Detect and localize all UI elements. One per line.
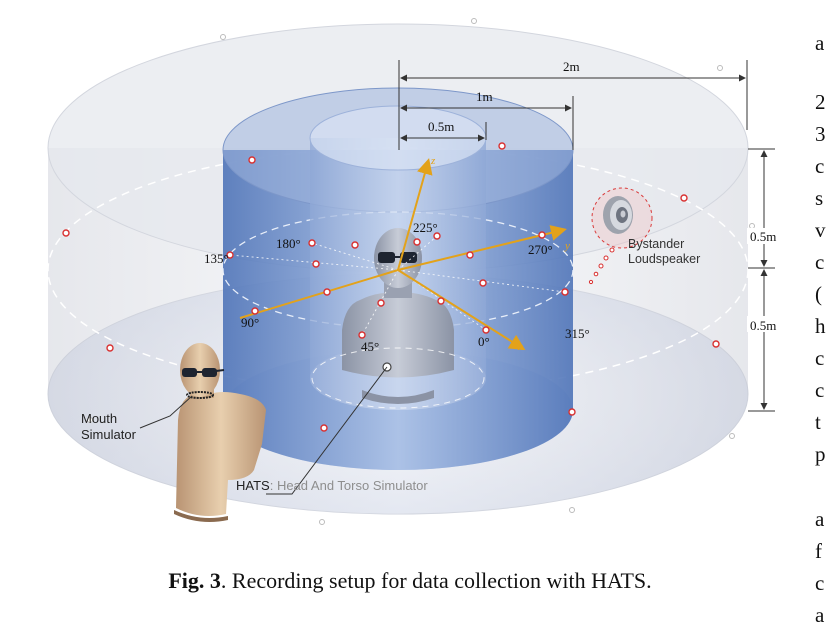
figure-caption: Fig. 3. Recording setup for data collect… <box>0 568 820 594</box>
dim-height-lower-label: 0.5m <box>750 318 776 333</box>
dim-1m-label: 1m <box>476 89 493 104</box>
hats-center-dummy <box>342 228 454 404</box>
side-char: h <box>815 314 826 338</box>
side-char: f <box>815 539 822 563</box>
side-char: a <box>815 507 825 531</box>
side-char: c <box>815 346 825 370</box>
bystander-label-line2: Loudspeaker <box>628 252 700 266</box>
bystander-label-line1: Bystander <box>628 237 684 251</box>
side-char: p <box>815 442 826 466</box>
caption-text: . Recording setup for data collection wi… <box>220 568 652 593</box>
hats-label-bold: HATS <box>236 478 270 493</box>
mouth-simulator-line2: Simulator <box>81 427 137 442</box>
side-char: c <box>815 154 825 178</box>
hats-foreground-dummy <box>174 343 266 522</box>
side-char: 3 <box>815 122 826 146</box>
dim-height-upper-label: 0.5m <box>750 229 776 244</box>
angle-225-label: 225° <box>413 220 438 235</box>
side-char: v <box>815 218 826 242</box>
angle-45-label: 45° <box>361 339 379 354</box>
axis-y-label: y <box>564 240 570 252</box>
side-char: a <box>815 603 825 627</box>
bystander-loudspeaker <box>591 187 653 249</box>
measurement-points <box>62 142 720 432</box>
side-char: c <box>815 250 825 274</box>
caption-label: Fig. 3 <box>168 568 221 593</box>
angle-270-label: 270° <box>528 242 553 257</box>
angle-315-label: 315° <box>565 326 590 341</box>
side-char: ( <box>815 282 822 306</box>
dim-05m-label: 0.5m <box>428 119 454 134</box>
hats-label: HATS: Head And Torso Simulator <box>236 478 428 493</box>
mouth-simulator-line1: Mouth <box>81 411 117 426</box>
hats-label-rest: : Head And Torso Simulator <box>270 478 429 493</box>
side-char: t <box>815 410 821 434</box>
callout-lines <box>139 366 388 495</box>
angle-135-label: 135° <box>204 251 229 266</box>
axis-x-label: x <box>517 341 523 353</box>
axis-z-label: z <box>430 155 436 167</box>
side-char: s <box>815 186 824 210</box>
angle-0-label: 0° <box>478 334 490 349</box>
dim-2m-label: 2m <box>563 59 580 74</box>
side-char: 2 <box>815 90 826 114</box>
angle-90-label: 90° <box>241 315 259 330</box>
angle-180-label: 180° <box>276 236 301 251</box>
side-char: a <box>815 31 825 55</box>
dimension-lines <box>398 60 775 412</box>
outer-faint-points <box>87 18 755 525</box>
side-char: c <box>815 571 825 595</box>
speaker-trail-dots <box>588 247 615 285</box>
coordinate-axes <box>239 158 567 351</box>
bearing-lines <box>229 235 566 336</box>
side-char: c <box>815 378 825 402</box>
